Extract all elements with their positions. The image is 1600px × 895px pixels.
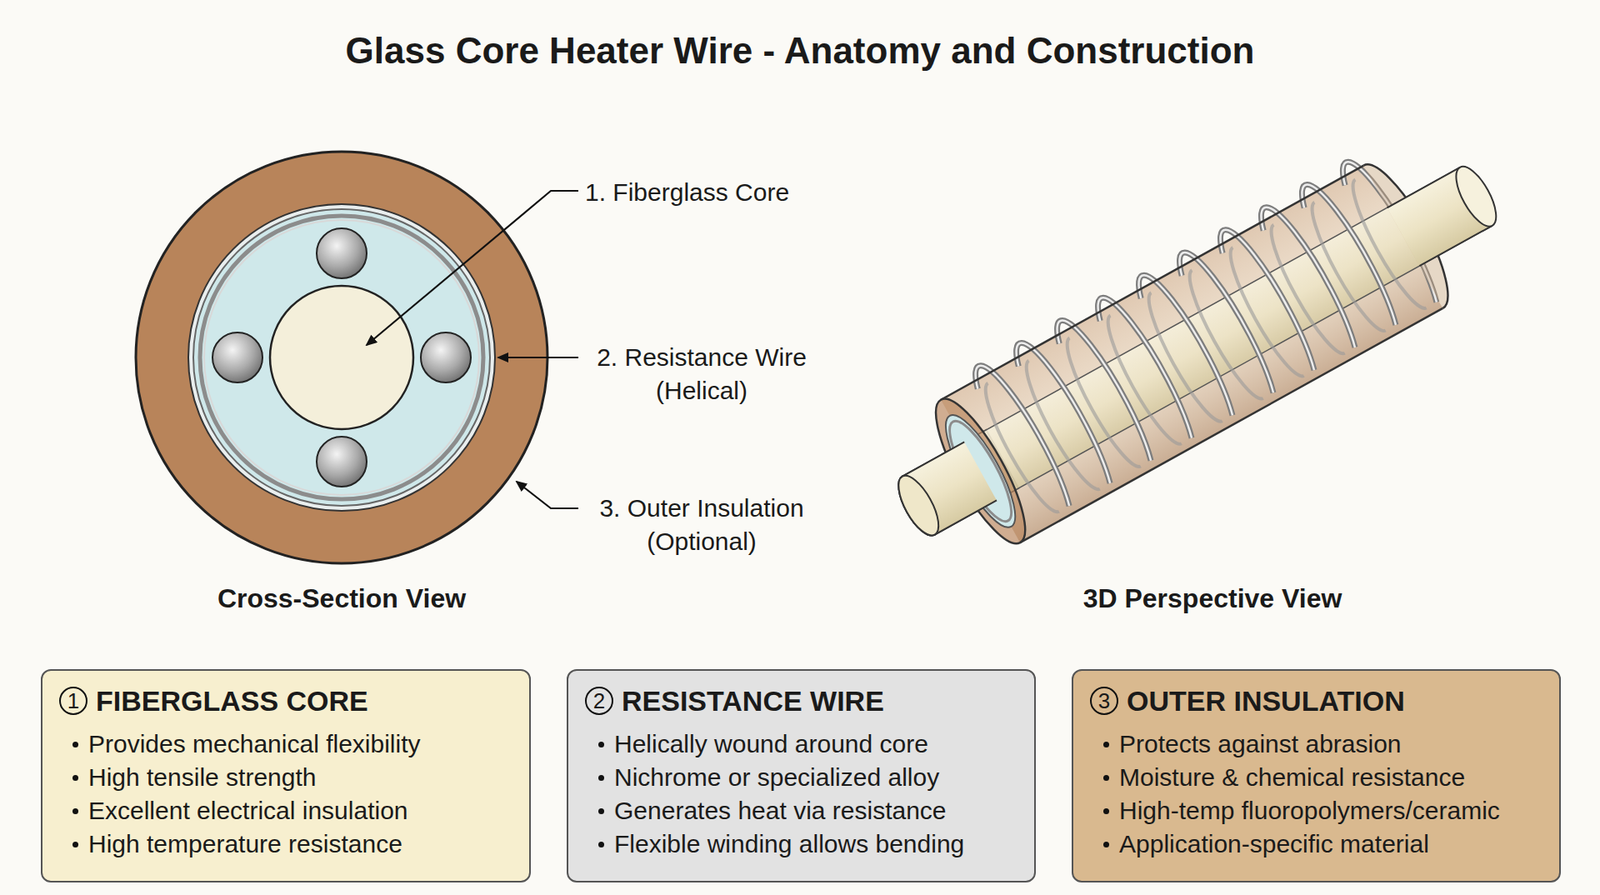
callout-label: 2. Resistance Wire (Helical) bbox=[576, 340, 827, 408]
box-heading: 1FIBERGLASS CORE bbox=[59, 682, 513, 720]
bullet-dot bbox=[72, 741, 79, 748]
view-caption: 3D Perspective View bbox=[1004, 583, 1421, 615]
callout-number: 1 bbox=[59, 686, 88, 715]
bullet-dot bbox=[1103, 741, 1110, 748]
box-heading: 2RESISTANCE WIRE bbox=[585, 682, 1018, 720]
cross-section bbox=[135, 151, 548, 564]
bullet-dot bbox=[598, 775, 605, 781]
bullet-row: Excellent electrical insulation bbox=[59, 794, 513, 828]
bullet-text: Generates heat via resistance bbox=[614, 796, 947, 825]
bullet-row: High-temp fluoropolymers/ceramic bbox=[1090, 794, 1543, 828]
bullet-row: High tensile strength bbox=[59, 760, 513, 795]
bullet-dot bbox=[72, 808, 79, 815]
cable-3d bbox=[861, 109, 1528, 585]
box-heading: 3OUTER INSULATION bbox=[1090, 682, 1543, 720]
callout-number: 2 bbox=[585, 686, 614, 715]
bullet-text: Helically wound around core bbox=[614, 730, 929, 759]
bullet-dot bbox=[1103, 775, 1110, 781]
heading-text: RESISTANCE WIRE bbox=[621, 685, 885, 718]
callout-label: 3. Outer Insulation (Optional) bbox=[576, 491, 827, 559]
bullet-row: Helically wound around core bbox=[585, 727, 1018, 761]
bullet-text: High-temp fluoropolymers/ceramic bbox=[1119, 796, 1500, 825]
title: Glass Core Heater Wire - Anatomy and Con… bbox=[0, 30, 1600, 72]
view-caption: Cross-Section View bbox=[133, 583, 550, 615]
bullet-row: Flexible winding allows bending bbox=[585, 827, 1018, 861]
bullet-dot bbox=[72, 841, 79, 848]
heading-text: OUTER INSULATION bbox=[1126, 685, 1405, 718]
bullet-text: Application-specific material bbox=[1119, 830, 1430, 859]
bullet-row: Application-specific material bbox=[1090, 827, 1543, 861]
bullet-text: Protects against abrasion bbox=[1119, 730, 1402, 759]
info-box: 2RESISTANCE WIRE Helically wound around c… bbox=[566, 669, 1036, 883]
bullet-dot bbox=[1103, 808, 1110, 815]
info-box: 1FIBERGLASS CORE Provides mechanical flex… bbox=[40, 669, 531, 883]
bullet-row: Generates heat via resistance bbox=[585, 794, 1018, 828]
bullet-dot bbox=[72, 775, 79, 781]
leader-lines bbox=[366, 190, 579, 509]
bullet-text: Moisture & chemical resistance bbox=[1119, 763, 1465, 792]
callout-number: 3 bbox=[1090, 686, 1119, 715]
bullet-text: Excellent electrical insulation bbox=[88, 796, 409, 825]
bullet-text: Nichrome or specialized alloy bbox=[614, 763, 940, 792]
bullet-row: Nichrome or specialized alloy bbox=[585, 760, 1018, 795]
bullet-text: High tensile strength bbox=[88, 763, 317, 792]
bullet-row: Protects against abrasion bbox=[1090, 727, 1543, 761]
bullet-text: Provides mechanical flexibility bbox=[88, 730, 421, 759]
callout-label: 1. Fiberglass Core bbox=[585, 175, 852, 210]
bullet-row: High temperature resistance bbox=[59, 827, 513, 861]
info-box: 3OUTER INSULATION Protects against abrasi… bbox=[1071, 669, 1561, 883]
bullet-text: Flexible winding allows bending bbox=[614, 830, 965, 859]
bullet-row: Moisture & chemical resistance bbox=[1090, 760, 1543, 795]
bullet-dot bbox=[598, 741, 605, 748]
heading-text: FIBERGLASS CORE bbox=[95, 685, 369, 718]
bullet-dot bbox=[598, 808, 605, 815]
bullet-dot bbox=[598, 841, 605, 848]
bullet-text: High temperature resistance bbox=[88, 830, 403, 859]
bullet-dot bbox=[1103, 841, 1110, 848]
bullet-row: Provides mechanical flexibility bbox=[59, 727, 513, 761]
